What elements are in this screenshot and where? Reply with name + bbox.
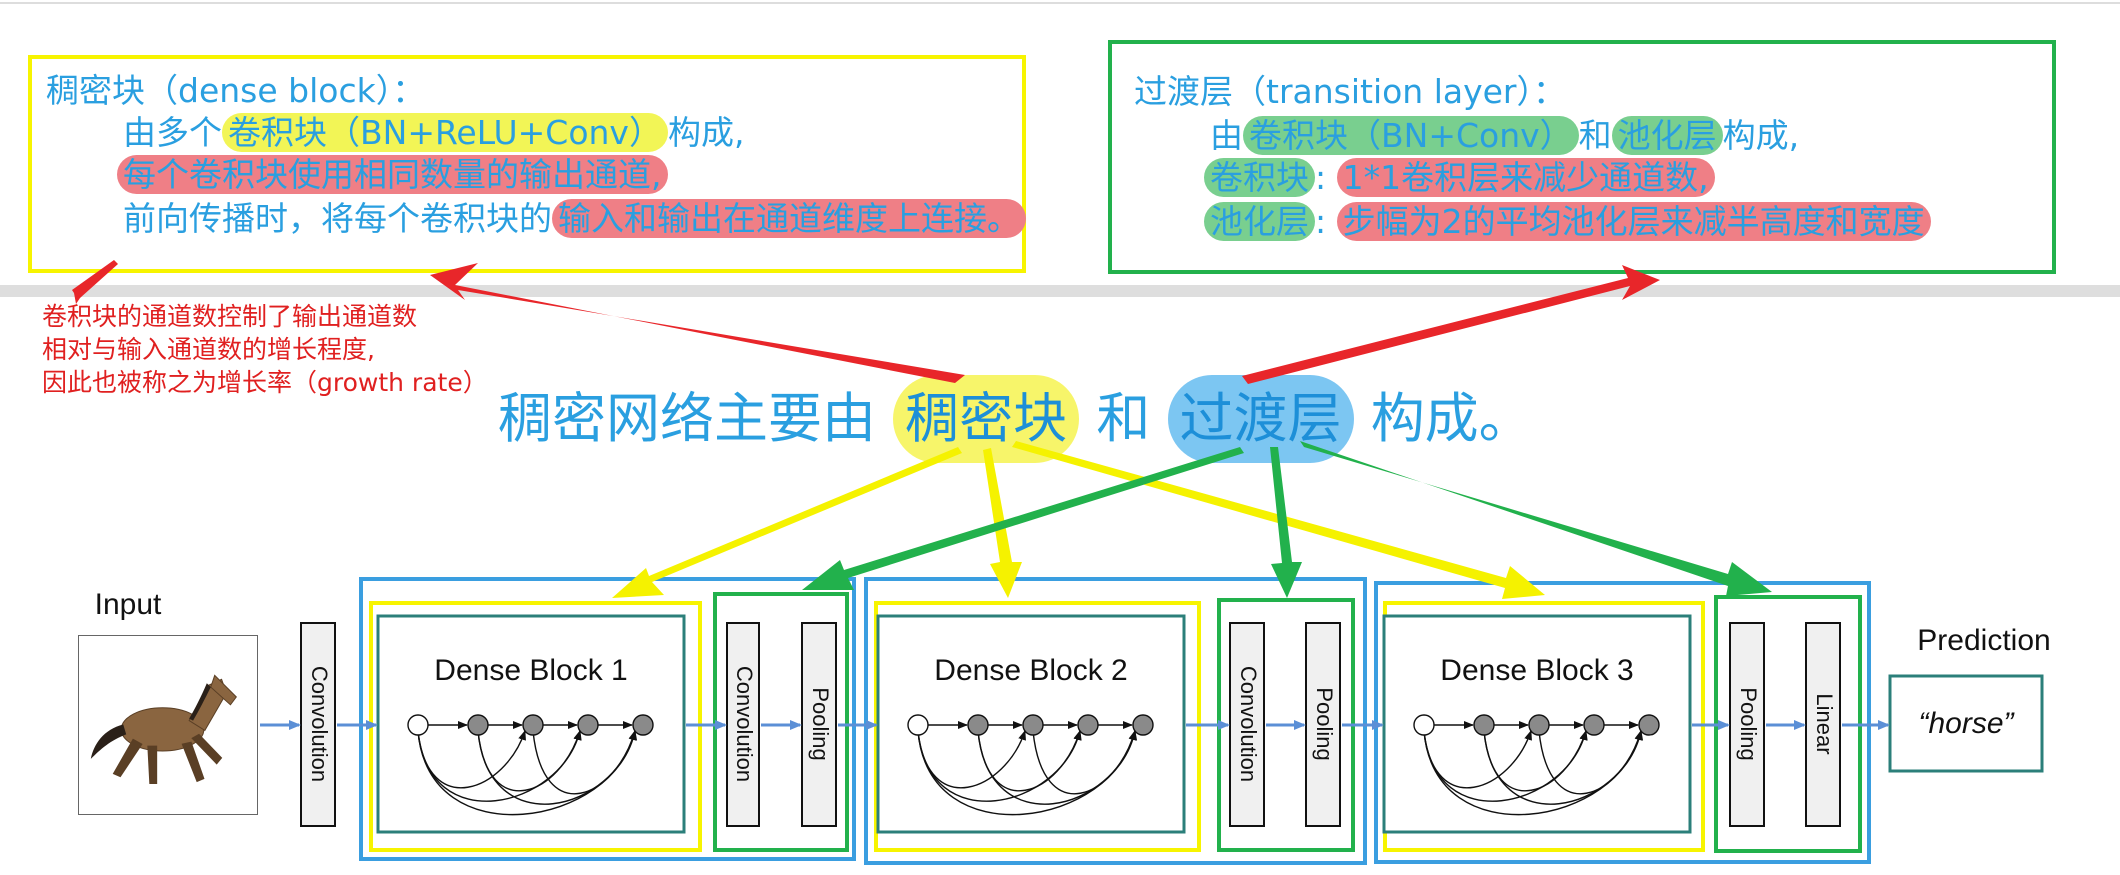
initial-conv-box [300,622,336,827]
transition-note-line1-mid: 和 [1578,116,1612,155]
skip-connection [532,730,637,795]
dense-note-line3-pre: 前向传播时，将每个卷积块的 [123,199,552,238]
red-arrow-to-dense-note [430,263,965,383]
growth-note-line2: 相对与输入通道数的增长程度, [42,335,375,364]
transition-note-pool-label: 池化层 [1204,202,1315,241]
prediction-value: “horse” [1918,707,2015,740]
dense-layer-node [1583,714,1605,736]
transition-note-line2-sep: : [1315,158,1327,197]
green-arrow-transition1 [802,447,1244,590]
transition-1-conv-label: Convolution [732,666,757,782]
transition-1-pool-box [801,622,837,827]
dense-layer-node [1077,714,1099,736]
final-pool-box [1729,622,1765,827]
transition-note-line3: 池化层: 步幅为2的平均池化层来减半高度和宽度 [1204,202,1931,242]
dense-note-line1-pre: 由多个 [123,113,222,152]
dense-input-node [1413,714,1435,736]
transition-note-line1: 由卷积块（BN+Conv）和池化层构成, [1210,116,1799,156]
dense-note-conv-block-highlight: 卷积块（BN+ReLU+Conv） [222,113,668,152]
transition-note-line3-sep: : [1315,202,1327,241]
transition-2-conv-box [1229,622,1265,827]
main-title-and: 和 [1096,387,1151,450]
input-label: Input [95,588,162,621]
dense-layer-node [577,714,599,736]
skip-connection [1032,730,1137,795]
input-image [78,635,258,815]
dense-block-2-label: Dense Block 2 [934,654,1127,687]
main-title-dense-pill: 稠密块 [893,375,1080,463]
prediction-label: Prediction [1917,624,2050,657]
transition-1-conv-box [726,622,760,827]
transition-note-conv-desc: 1*1卷积层来减少通道数, [1336,158,1715,197]
dense-layer-node [522,714,544,736]
transition-2-conv-label: Convolution [1236,666,1261,782]
main-title: 稠密网络主要由 稠密块 和 过渡层 构成。 [498,375,1533,463]
red-arrow-growth-rate [72,260,118,304]
transition-layer-note: 过渡层（transition layer）： 由卷积块（BN+Conv）和池化层… [1108,40,2056,274]
transition-note-conv-highlight: 卷积块（BN+Conv） [1243,116,1579,155]
dense-layer-node [1528,714,1550,736]
dense-layer-node [967,714,989,736]
prediction-box [1888,674,2044,773]
dense-input-node [907,714,929,736]
top-divider [0,2,2120,4]
transition-1-pool-label: Pooling [808,687,833,760]
dense-layer-node [632,714,654,736]
dense-layer-node [1638,714,1660,736]
transition-2-pool-label: Pooling [1312,687,1337,760]
dense-layer-node [1473,714,1495,736]
transition-note-line2: 卷积块: 1*1卷积层来减少通道数, [1204,158,1715,198]
dense-note-line1: 由多个卷积块（BN+ReLU+Conv）构成, [123,113,744,153]
red-arrow-to-transition-note [1242,265,1660,384]
linear-box [1805,622,1841,827]
dense-note-line2: 每个卷积块使用相同数量的输出通道, [117,155,668,195]
green-arrow-transition3 [1300,441,1772,596]
dense-block-1-label: Dense Block 1 [434,654,627,687]
dense-layer-node [1022,714,1044,736]
transition-note-title: 过渡层（transition layer）： [1134,72,1566,111]
dense-block-3-label: Dense Block 3 [1440,654,1633,687]
linear-label: Linear [1812,693,1837,754]
stage-1-frame [359,577,856,861]
initial-conv-label: Convolution [307,666,332,782]
growth-note-line3: 因此也被称之为增长率（growth rate） [42,368,488,397]
dense-note-line1-post: 构成, [667,113,745,152]
dense-note-title: 稠密块（dense block）： [46,71,426,110]
main-title-transition-pill: 过渡层 [1167,375,1354,463]
green-arrow-transition2 [1270,447,1302,598]
transition-note-line1-pre: 由 [1210,116,1243,155]
dense-block-note: 稠密块（dense block）： 由多个卷积块（BN+ReLU+Conv）构成… [28,55,1026,273]
dense-layer-node [1132,714,1154,736]
dense-input-node [407,714,429,736]
transition-note-line1-post: 构成, [1722,116,1800,155]
dense-layer-node [467,714,489,736]
dense-note-line3: 前向传播时，将每个卷积块的输入和输出在通道维度上连接。 [123,199,1026,239]
dense-note-channels-highlight: 每个卷积块使用相同数量的输出通道, [117,155,668,194]
transition-note-conv-label: 卷积块 [1204,158,1315,197]
final-pool-label: Pooling [1736,687,1761,760]
transition-note-pool-highlight: 池化层 [1611,116,1723,155]
transition-2-pool-box [1305,622,1341,827]
horse-icon [90,674,237,784]
main-title-pre: 稠密网络主要由 [498,387,876,450]
transition-note-pool-desc: 步幅为2的平均池化层来减半高度和宽度 [1336,202,1931,241]
dense-note-concat-highlight: 输入和输出在通道维度上连接。 [552,199,1026,238]
dense-connections [407,714,1660,816]
yellow-arrow-dense1 [612,447,962,598]
growth-note-line1: 卷积块的通道数控制了输出通道数 [42,302,418,331]
main-title-post: 构成。 [1370,387,1533,450]
skip-connection [1538,730,1643,795]
